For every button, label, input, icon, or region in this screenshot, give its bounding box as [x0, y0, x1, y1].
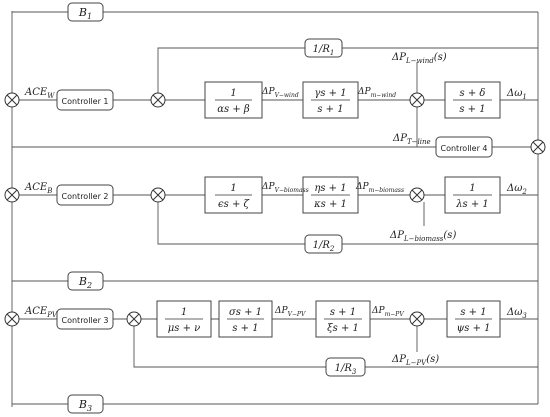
sum-junction-area3-power	[409, 311, 425, 327]
tf-biomass-load-den: λs + 1	[455, 199, 489, 210]
tf-pv-governor-num: 1	[181, 307, 187, 318]
tf-pv-governor: 1 μs + ν	[156, 300, 212, 338]
sum-junction-area3-controller	[126, 311, 142, 327]
r2-subscript: 2	[329, 245, 335, 253]
gain-b2-box: B2	[67, 271, 104, 291]
gain-r3-box: 1/R3	[325, 357, 366, 377]
pv-wind-label: ΔPV−wind	[261, 87, 299, 99]
b3-label: B	[78, 398, 87, 411]
tf-wind-load-den: s + 1	[459, 104, 485, 115]
r3-subscript: 3	[352, 368, 357, 376]
tf-wind-governor-den: αs + β	[217, 104, 250, 115]
sum-junction-area1-power	[409, 92, 425, 108]
tf-wind-governor-num: 1	[230, 88, 236, 99]
tf-pv-turbine-num: s + 1	[330, 307, 356, 318]
sum-junction-area2-ace	[4, 187, 20, 203]
controller-4-box: Controller 4	[435, 136, 493, 158]
pm-pv-label: ΔPm−PV	[371, 306, 404, 318]
sum-junction-area2-power	[409, 187, 425, 203]
r1-feedback-wire	[157, 47, 538, 93]
r2-feedback-wire	[157, 202, 538, 245]
pt-line-label: ΔPT−line	[392, 133, 431, 146]
controller-3-box: Controller 3	[56, 308, 114, 330]
svg-text:1/R2: 1/R2	[313, 240, 335, 253]
b2-subscript: 2	[86, 281, 92, 290]
tf-pv-load: s + 1 ψs + 1	[446, 300, 501, 338]
tf-wind-turbine-num: γs + 1	[314, 88, 346, 99]
gain-r1-box: 1/R1	[304, 38, 343, 58]
controller-4-label: Controller 4	[441, 144, 488, 153]
tf-pv-load-den: ψs + 1	[456, 323, 490, 334]
ace-b-label: ACEB	[24, 182, 52, 195]
tf-pv-stage2: σs + 1 s + 1	[218, 300, 273, 338]
controller-1-label: Controller 1	[62, 97, 109, 106]
gain-b1-box: B1	[67, 2, 104, 22]
tf-biomass-turbine-num: ηs + 1	[314, 183, 346, 194]
b2-label: B	[78, 275, 87, 288]
pl-wind-label: ΔPL−wind(s)	[391, 52, 447, 65]
tf-wind-turbine: γs + 1 s + 1	[302, 81, 359, 119]
tf-biomass-turbine: ηs + 1 κs + 1	[302, 176, 359, 214]
b1-label: B	[78, 6, 87, 19]
b1-subscript: 1	[87, 12, 92, 21]
r1-label: 1/R	[313, 44, 331, 55]
dw2-label: Δω2	[506, 183, 527, 196]
dw3-label: Δω3	[506, 307, 527, 320]
tf-biomass-governor-den: ϵs + ζ	[218, 199, 249, 210]
sum-junction-area3-ace	[4, 311, 20, 327]
controller-2-label: Controller 2	[62, 192, 109, 201]
svg-text:1/R1: 1/R1	[313, 44, 335, 57]
gain-r2-box: 1/R2	[304, 234, 343, 254]
signal-labels: ACEW ΔPV−wind ΔPm−wind ΔPL−wind(s) Δω1 Δ…	[24, 52, 527, 367]
tf-pv-turbine-den: ξs + 1	[327, 323, 359, 334]
svg-text:B2: B2	[78, 275, 92, 290]
tf-wind-governor: 1 αs + β	[204, 81, 263, 119]
sum-junction-area1-controller	[150, 92, 166, 108]
svg-text:B1: B1	[78, 6, 92, 21]
tf-biomass-governor-num: 1	[230, 183, 236, 194]
tf-biomass-governor: 1 ϵs + ζ	[204, 176, 263, 214]
r3-feedback-wire	[133, 326, 538, 368]
r2-label: 1/R	[313, 240, 331, 251]
svg-text:1/R3: 1/R3	[335, 363, 357, 376]
sum-junction-area2-controller	[150, 187, 166, 203]
tf-pv-governor-den: μs + ν	[168, 323, 200, 334]
b3-subscript: 3	[87, 404, 92, 413]
sum-junction-tie-line	[530, 139, 546, 155]
tf-pv-turbine: s + 1 ξs + 1	[315, 300, 371, 338]
ace-w-label: ACEW	[24, 87, 55, 100]
tf-wind-turbine-den: s + 1	[317, 104, 343, 115]
pv-biomass-label: ΔPV−biomass	[261, 182, 309, 194]
r3-label: 1/R	[335, 363, 353, 374]
gain-b3-box: B3	[67, 394, 104, 414]
svg-text:B3: B3	[78, 398, 92, 413]
controller-3-label: Controller 3	[62, 316, 109, 325]
controller-1-box: Controller 1	[56, 89, 114, 111]
tf-wind-load: s + δ s + 1	[444, 81, 501, 119]
controller-2-box: Controller 2	[56, 184, 114, 206]
tf-pv-stage2-den: s + 1	[232, 323, 258, 334]
tf-pv-stage2-num: σs + 1	[229, 307, 262, 318]
pl-biomass-label: ΔPL−biomass(s)	[389, 230, 456, 243]
sum-junction-area1-ace	[4, 92, 20, 108]
tf-biomass-load-num: 1	[469, 183, 475, 194]
pm-biomass-label: ΔPm−biomass	[355, 182, 404, 194]
r1-subscript: 1	[330, 49, 334, 57]
pv-pv-label: ΔPV−PV	[274, 306, 306, 318]
tf-biomass-turbine-den: κs + 1	[313, 199, 347, 210]
pl-pv-label: ΔPL−PV(s)	[391, 354, 439, 367]
summing-junctions	[4, 92, 546, 327]
ace-pv-label: ACEPV	[24, 306, 58, 319]
tf-biomass-load: 1 λs + 1	[444, 176, 501, 214]
pm-wind-label: ΔPm−wind	[357, 87, 396, 99]
dw1-label: Δω1	[506, 88, 527, 101]
tf-pv-load-num: s + 1	[460, 307, 486, 318]
tf-wind-load-num: s + δ	[460, 88, 486, 99]
